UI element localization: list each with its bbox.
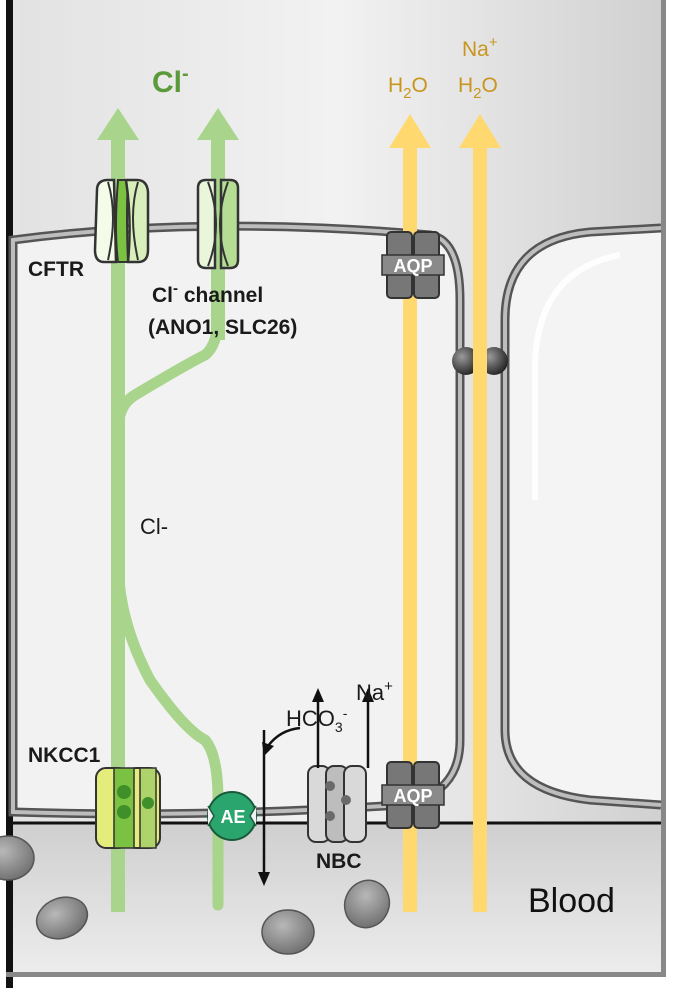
cl-arrowhead-left xyxy=(97,108,139,140)
blood-cells xyxy=(0,835,391,955)
water-left-label: H2O xyxy=(388,74,428,102)
bottom-frame xyxy=(6,972,666,977)
blood-cell xyxy=(343,879,391,929)
na-right-label: Na+ xyxy=(462,34,498,61)
cftr-label: CFTR xyxy=(28,258,84,281)
right-frame xyxy=(661,0,666,975)
neighbour-cell-inner xyxy=(503,226,662,807)
water-arrowhead-left xyxy=(389,114,431,148)
nkcc1-label: NKCC1 xyxy=(28,744,101,767)
neighbour-cell xyxy=(500,223,662,810)
cl-channel-subtitle: (ANO1, SLC26) xyxy=(148,316,297,339)
cftr-channel xyxy=(93,178,150,264)
blood-cell xyxy=(35,896,89,940)
blood-label: Blood xyxy=(528,882,615,920)
cl-arrowhead-right xyxy=(197,108,239,140)
na-basolateral-label: Na+ xyxy=(356,678,393,705)
aqp-channel-apical xyxy=(381,231,445,299)
water-right-label: H2O xyxy=(458,74,498,102)
nbc-cotransporter xyxy=(307,765,367,843)
water-pathway-transcellular xyxy=(403,148,417,912)
blood-cell xyxy=(261,909,315,955)
cl-apical-label: Cl- xyxy=(152,63,189,99)
na-entry-arrowhead xyxy=(362,688,374,702)
nbc-label: NBC xyxy=(316,850,362,873)
cl-pathway-main xyxy=(111,140,125,912)
aqp-channel-basolateral xyxy=(381,761,445,829)
ae-exit-arrowhead xyxy=(258,872,270,886)
ae-label: AE xyxy=(220,807,245,827)
neighbour-cell-highlight xyxy=(532,252,621,500)
aqp-apical-label: AQP xyxy=(393,256,432,276)
blood-cell xyxy=(0,835,35,881)
hco3-curved-arrow xyxy=(267,726,301,747)
hco3-curved-arrowhead xyxy=(262,742,274,756)
cl-channel xyxy=(196,178,240,270)
water-arrowhead-right xyxy=(459,114,501,148)
hco3-entry-arrowhead xyxy=(312,688,324,702)
cl-cytoplasm-label: Cl- xyxy=(140,514,168,539)
water-pathway-paracellular xyxy=(473,148,487,912)
nkcc1-cotransporter xyxy=(95,767,161,849)
cl-channel-label: Cl- channel xyxy=(152,280,263,307)
epithelial-cell xyxy=(8,221,465,819)
hco3-label: HCO3- xyxy=(286,705,348,735)
aqp-basolateral-label: AQP xyxy=(393,786,432,806)
ae-exchanger xyxy=(207,791,257,841)
